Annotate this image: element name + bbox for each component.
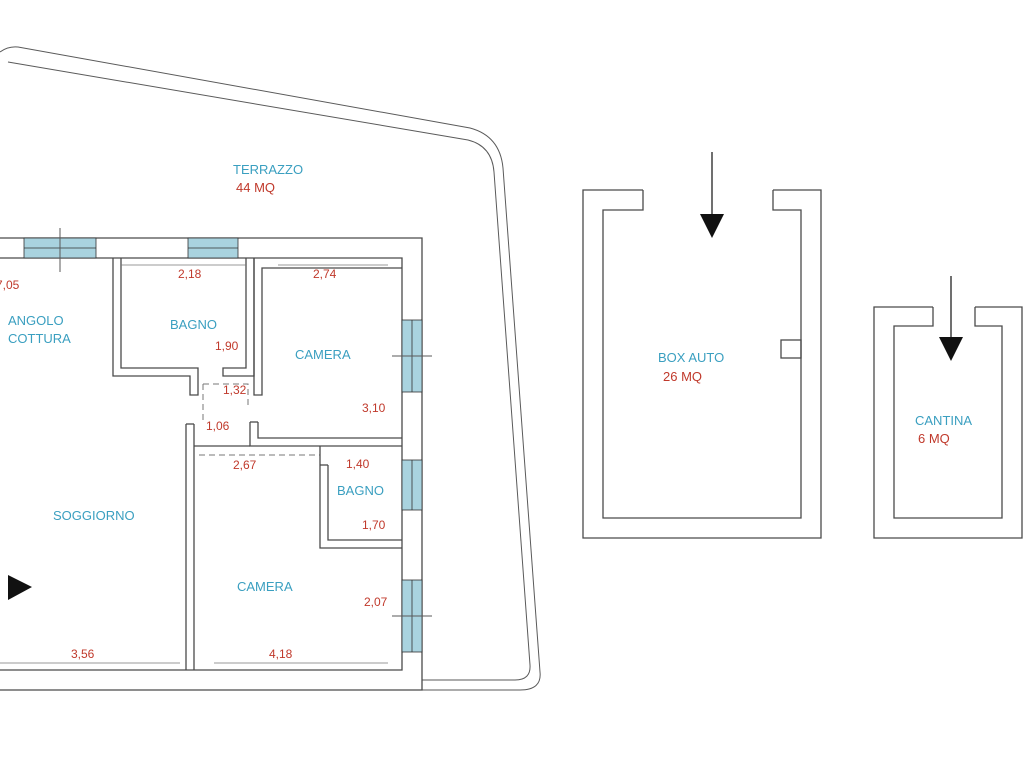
terrazzo-label: TERRAZZO xyxy=(233,162,303,177)
soggiorno-camera-walls xyxy=(185,423,250,670)
terrazzo-area: 44 MQ xyxy=(236,180,275,195)
dim-angolo-width: 7,05 xyxy=(0,278,20,292)
dim-camera1-depth: 3,10 xyxy=(362,401,386,415)
bagno-2-walls xyxy=(319,446,402,549)
dim-bagno1-depth: 1,90 xyxy=(215,339,239,353)
dim-bagno2-width: 1,40 xyxy=(346,457,370,471)
dim-soggiorno-width: 3,56 xyxy=(71,647,95,661)
box-auto-walls xyxy=(582,189,822,539)
cantina-walls xyxy=(873,306,1023,539)
entrance-arrow-icon xyxy=(8,575,32,600)
disimpegno-dashed xyxy=(199,383,320,456)
box-auto-niche xyxy=(780,339,802,359)
dim-bagno1-width: 2,18 xyxy=(178,267,202,281)
dim-camera2-width: 4,18 xyxy=(269,647,293,661)
soggiorno-label: SOGGIORNO xyxy=(53,508,135,523)
box-auto-label: BOX AUTO xyxy=(658,350,724,365)
angolo-cottura-label-2: COTTURA xyxy=(8,331,71,346)
camera-2-label: CAMERA xyxy=(237,579,293,594)
down-arrow-icon xyxy=(939,276,963,361)
dim-disimpegno-width: 1,32 xyxy=(223,383,247,397)
terrace-outline xyxy=(0,46,541,691)
dimension-lines xyxy=(0,264,388,664)
down-arrow-icon xyxy=(700,152,724,238)
bagno-2-label: BAGNO xyxy=(337,483,384,498)
dim-bagno2-depth: 1,70 xyxy=(362,518,386,532)
cantina-label: CANTINA xyxy=(915,413,972,428)
dim-corridor-length: 2,67 xyxy=(233,458,257,472)
dim-disimpegno-depth: 1,06 xyxy=(206,419,230,433)
angolo-cottura-label-1: ANGOLO xyxy=(8,313,64,328)
dim-camera1-width: 2,74 xyxy=(313,267,337,281)
camera-1-label: CAMERA xyxy=(295,347,351,362)
box-auto-area: 26 MQ xyxy=(663,369,702,384)
bagno-1-label: BAGNO xyxy=(170,317,217,332)
dim-camera2-depth: 2,07 xyxy=(364,595,388,609)
cantina-area: 6 MQ xyxy=(918,431,950,446)
